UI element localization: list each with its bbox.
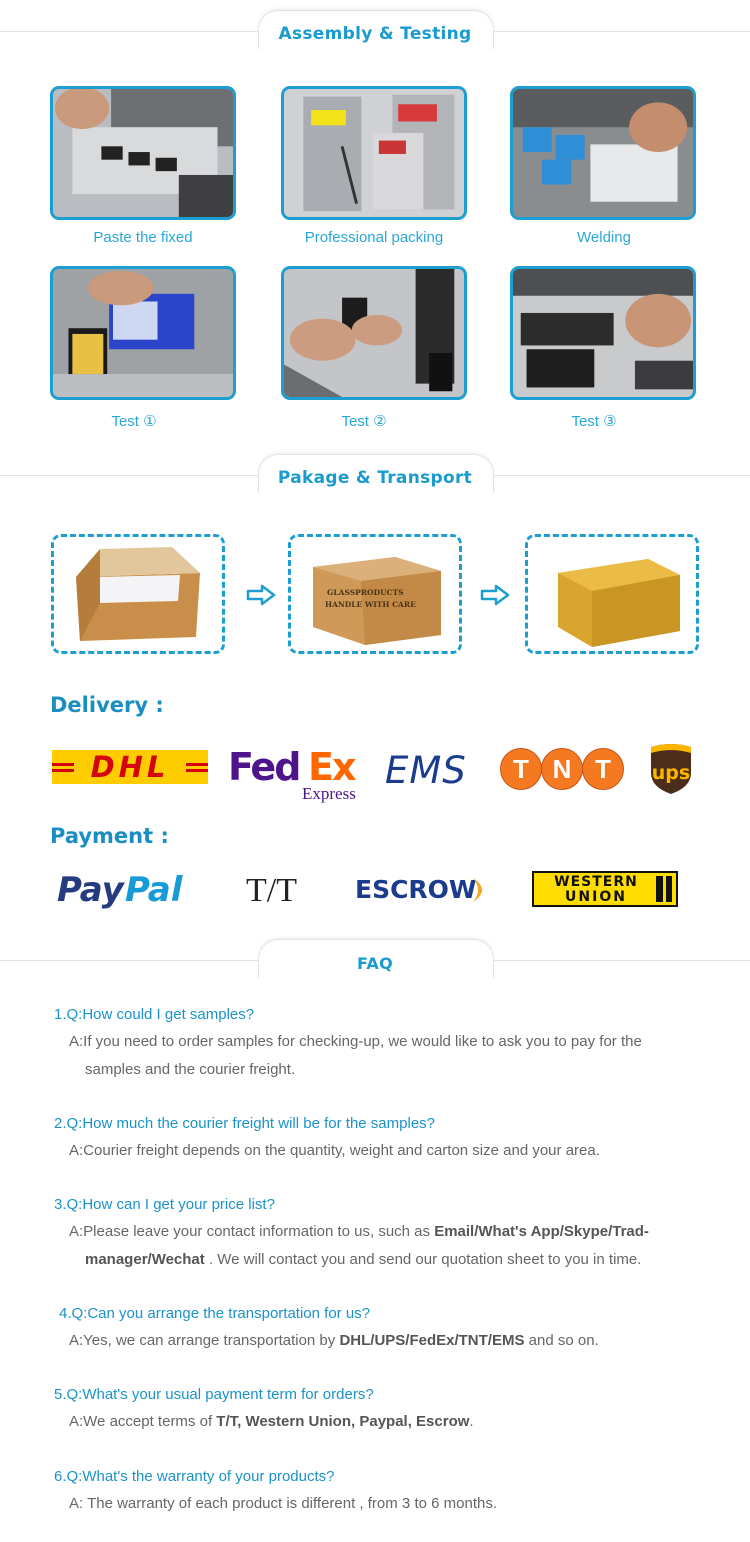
photo-welding <box>510 86 696 220</box>
delivery-heading: Delivery : <box>50 693 164 717</box>
caption-welding: Welding <box>577 229 631 246</box>
tt-logo: T/T <box>246 872 297 909</box>
photo-paste-fixed <box>50 86 236 220</box>
dhl-logo: DHL <box>52 750 208 784</box>
faq-answer-3-line-1: A:Please leave your contact information … <box>69 1223 649 1240</box>
box-text-1: GLASSPRODUCTS <box>327 588 404 597</box>
faq-answer-4: A:Yes, we can arrange transportation by … <box>69 1332 599 1349</box>
section-tab <box>258 939 494 978</box>
section-title-package: Pakage & Transport <box>277 468 473 488</box>
fedex-logo: Fed Ex Express <box>228 745 356 803</box>
faq-answer-3-line-2: manager/Wechat . We will contact you and… <box>85 1251 642 1268</box>
faq-question-3: 3.Q:How can I get your price list? <box>54 1196 275 1213</box>
caption-professional-packing: Professional packing <box>304 229 444 246</box>
escrow-logo: ESCROW <box>355 870 495 910</box>
section-tab <box>258 454 494 493</box>
section-title-assembly: Assembly & Testing <box>278 24 472 44</box>
photo-professional-packing <box>281 86 467 220</box>
faq-question-6: 6.Q:What's the warranty of your products… <box>54 1468 335 1485</box>
faq-question-2: 2.Q:How much the courier freight will be… <box>54 1115 435 1132</box>
caption-paste-fixed: Paste the fixed <box>93 229 193 246</box>
section-tab <box>258 10 494 49</box>
caption-test-3: Test ③ <box>571 413 617 430</box>
photo-test-1 <box>50 266 236 400</box>
faq-question-4: 4.Q:Can you arrange the transportation f… <box>59 1305 371 1322</box>
faq-answer-5: A:We accept terms of T/T, Western Union,… <box>69 1413 474 1430</box>
package-closed-box: GLASSPRODUCTS HANDLE WITH CARE <box>288 534 462 654</box>
ups-logo: ups <box>649 743 693 795</box>
faq-answer-1-line-1: A:If you need to order samples for check… <box>69 1033 642 1050</box>
caption-test-1: Test ① <box>111 413 157 430</box>
svg-text:ups: ups <box>652 762 690 784</box>
section-title-faq: FAQ <box>357 954 393 973</box>
ems-logo: EMS <box>385 749 467 792</box>
package-sealed-box <box>525 534 699 654</box>
faq-answer-2: A:Courier freight depends on the quantit… <box>69 1142 600 1159</box>
faq-answer-1-line-2: samples and the courier freight. <box>85 1061 296 1078</box>
caption-test-2: Test ② <box>341 413 387 430</box>
tnt-logo: T N T <box>500 748 624 790</box>
western-union-logo: WESTERN UNION <box>532 871 678 907</box>
box-text-2: HANDLE WITH CARE <box>325 600 416 609</box>
arrow-right-icon <box>246 584 276 606</box>
faq-answer-6: A: The warranty of each product is diffe… <box>69 1495 497 1512</box>
package-open-box <box>51 534 225 654</box>
faq-question-5: 5.Q:What's your usual payment term for o… <box>54 1386 374 1403</box>
photo-test-3 <box>510 266 696 400</box>
photo-test-2 <box>281 266 467 400</box>
arrow-right-icon <box>480 584 510 606</box>
faq-question-1: 1.Q:How could I get samples? <box>54 1006 255 1023</box>
payment-heading: Payment : <box>50 824 169 848</box>
paypal-logo: Pay Pal <box>57 870 183 910</box>
